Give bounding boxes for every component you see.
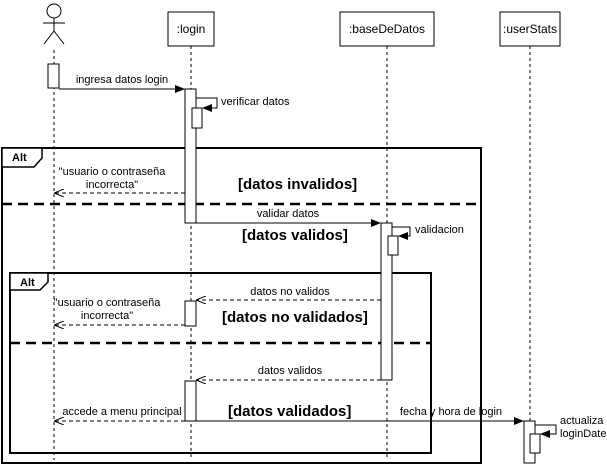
message-label-11b: loginDate <box>560 428 606 440</box>
message-arrow-11 <box>535 424 557 438</box>
alt-fragment-outer: Alt <box>1 147 482 464</box>
message-arrow-5 <box>392 226 411 240</box>
activation-login-self <box>191 107 203 129</box>
message-label-5: validacion <box>415 224 464 236</box>
participant-database: :baseDeDatos <box>339 11 435 47</box>
participant-userstats-label: :userStats <box>503 22 557 36</box>
activation-userstats-self <box>529 433 541 454</box>
activation-database-self <box>387 235 399 256</box>
message-label-8: datos validos <box>258 365 323 377</box>
participant-userstats: :userStats <box>499 11 561 47</box>
message-label-1: ingresa datos login <box>76 74 168 86</box>
message-label-3a: "usuario o contraseña <box>59 166 167 178</box>
activation-login-2 <box>184 300 197 327</box>
message-label-2: verificar datos <box>221 96 290 108</box>
activation-actor <box>47 63 60 89</box>
guard-datos-validos: [datos validos] <box>242 227 348 244</box>
activation-login-main <box>184 88 197 224</box>
guard-datos-invalidos: [datos invalidos] <box>238 176 357 193</box>
message-arrow-2 <box>196 97 218 112</box>
message-label-3b: incorrecta" <box>86 179 138 191</box>
participant-login: :login <box>167 11 215 47</box>
guard-datos-validados: [datos validados] <box>228 403 351 420</box>
message-label-7b: incorrecta" <box>81 310 133 322</box>
actor-head <box>46 3 62 19</box>
message-label-10: fecha y hora de login <box>400 406 502 418</box>
alt-fragment-inner: Alt <box>9 272 432 454</box>
guard-datos-no-validados: [datos no validados] <box>222 309 368 326</box>
alt-outer-label: Alt <box>12 152 27 164</box>
message-label-4: validar datos <box>257 208 320 220</box>
alt-inner-label: Alt <box>20 277 35 289</box>
activation-database-main <box>380 222 393 381</box>
message-label-11a: actualiza <box>560 415 604 427</box>
participant-login-label: :login <box>177 22 206 36</box>
activation-login-3 <box>184 380 197 422</box>
participant-database-label: :baseDeDatos <box>349 22 425 36</box>
message-label-6: datos no validos <box>250 286 330 298</box>
actor-user <box>43 3 65 45</box>
message-label-7a: "usuario o contraseña <box>54 297 162 309</box>
message-label-9: accede a menu principal <box>62 406 181 418</box>
